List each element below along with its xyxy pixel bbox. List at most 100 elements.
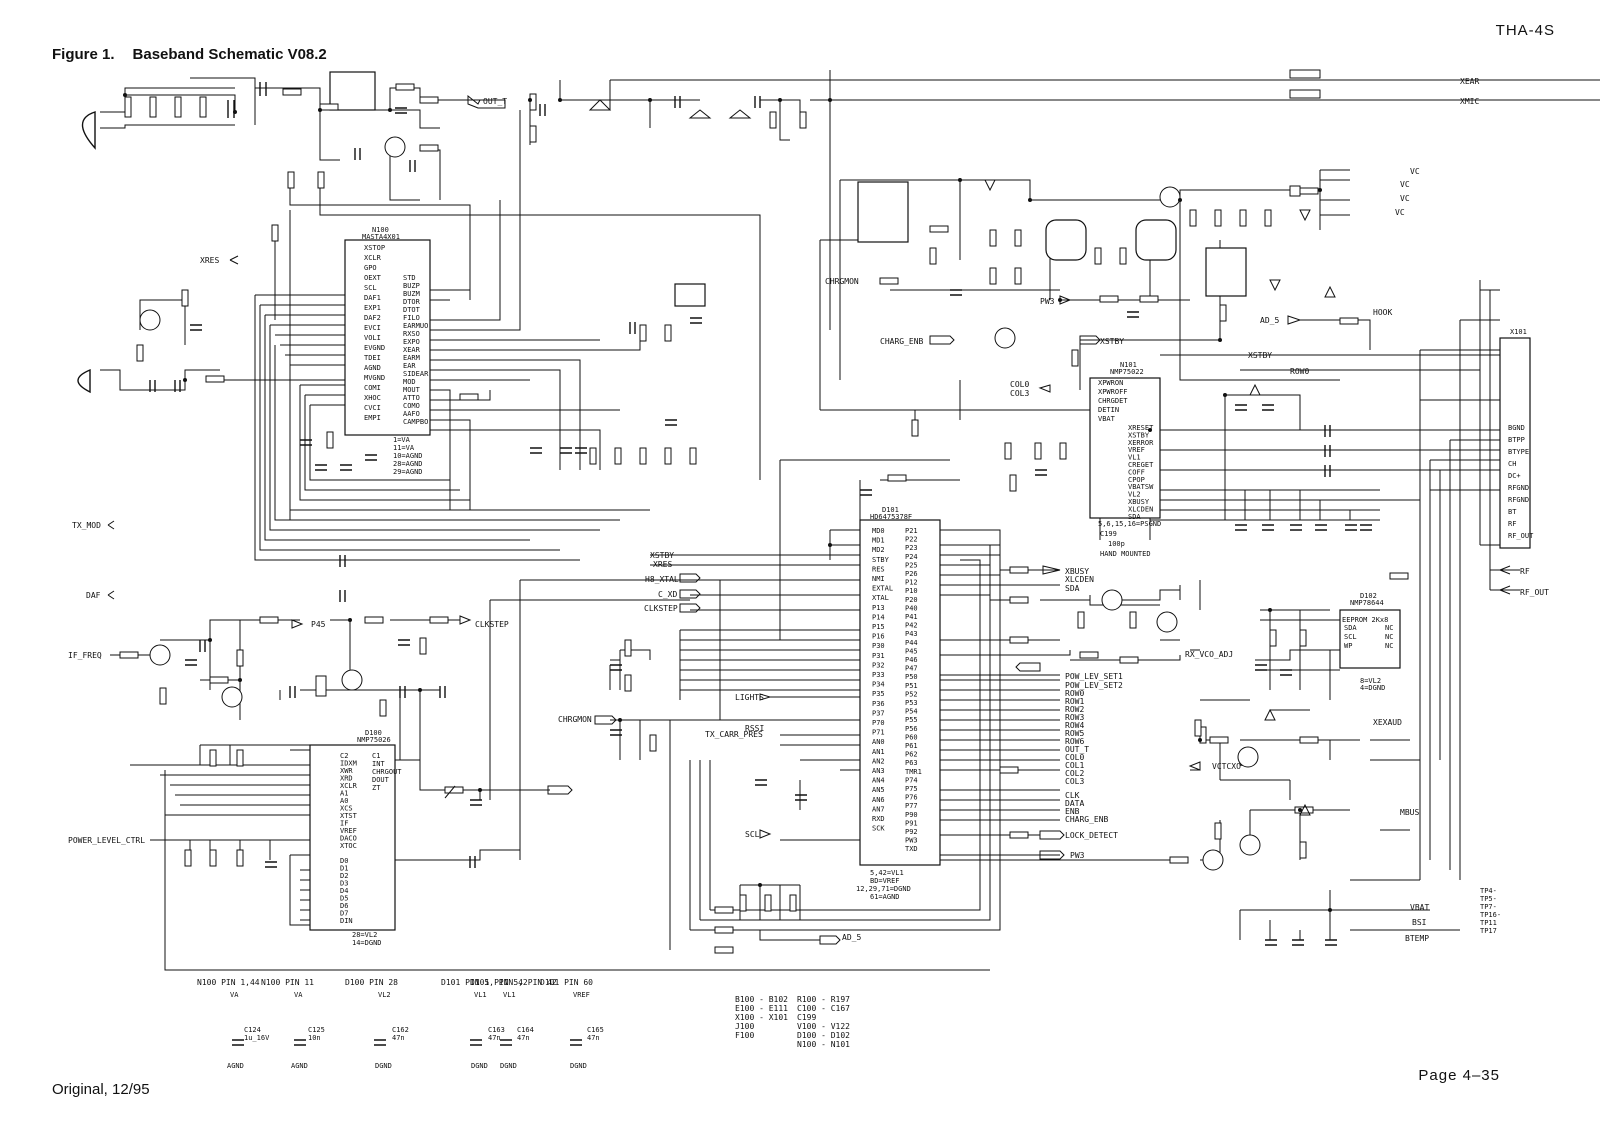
ic-pin-label: SCK: [872, 825, 885, 833]
ic-pin-label: OEXT: [364, 274, 382, 282]
net-label: IF_FREQ: [68, 651, 102, 660]
net-label: BTEMP: [1405, 934, 1429, 943]
ic-pin-label: EXTAL: [872, 585, 893, 593]
net-label: H8_XTAL: [645, 575, 679, 584]
ic-pin-label: P77: [905, 802, 918, 810]
ic-pin-label: P23: [905, 544, 918, 552]
ic-pin-label: WP: [1344, 642, 1352, 650]
ic-pin-label: P25: [905, 561, 918, 569]
misc-symbols: [77, 99, 1336, 816]
net-label: XRES: [653, 560, 672, 569]
ic-pin-label: DTOT: [403, 306, 421, 314]
net-label: XBUSY: [1065, 567, 1089, 576]
ic-d100: [309, 744, 396, 931]
ic-pin-label: P61: [905, 742, 918, 750]
ic-pin-label: CREGET: [1128, 461, 1154, 469]
ic-pin-label: AAFO: [403, 410, 420, 418]
ic-pin-label: P74: [905, 776, 918, 784]
net-label: BSI: [1412, 918, 1427, 927]
ic-pin-label: DIN: [340, 917, 353, 925]
ic-ref: D102: [1360, 592, 1377, 600]
net-label: PW3: [1070, 851, 1085, 860]
ic-part: NMP78644: [1350, 599, 1384, 607]
ic-pin-label: EVCI: [364, 324, 381, 332]
ic-pin-label: AN0: [872, 738, 885, 746]
net-label: AD_5: [1260, 316, 1279, 325]
net-label: COL0: [1065, 753, 1084, 762]
ic-pin-label: MD2: [872, 546, 885, 554]
ic-part: NMP75022: [1110, 368, 1144, 376]
net-label: CHRGMON: [825, 277, 859, 286]
net-label: CLKSTEP: [644, 604, 678, 613]
x100: [674, 283, 706, 307]
net-label: POWER_LEVEL_CTRL: [68, 836, 145, 845]
net-label: CLKSTEP: [475, 620, 509, 629]
test-point: TP17: [1480, 927, 1497, 935]
ic-ref: N100: [372, 226, 389, 234]
net-label: C_XD: [658, 590, 677, 599]
ic-pin-label: BUZP: [403, 282, 420, 290]
net-label: COL2: [1065, 769, 1084, 778]
power-note-gnd: DGND: [375, 1062, 392, 1070]
power-note-value: 47n: [517, 1034, 530, 1042]
ic-note: BD=VREF: [870, 877, 900, 885]
ic-pin-label: C1: [372, 752, 380, 760]
ic-pin-label: MOUT: [403, 386, 421, 394]
ic-pin-label: P24: [905, 553, 918, 561]
ic-pin-label: AN3: [872, 767, 885, 775]
ic-note: 61=AGND: [870, 893, 900, 901]
ic-pin-label: D0: [340, 857, 348, 865]
ic-ref: D101: [882, 506, 899, 514]
hand-mounted-ref: C199: [1100, 530, 1117, 538]
ic-pin-label: NC: [1385, 633, 1393, 641]
ic-n101: [1089, 377, 1161, 519]
ic-pin-label: STBY: [872, 556, 890, 564]
ic-pin-label: DETIN: [1098, 406, 1119, 414]
ic-d101: [859, 519, 941, 866]
ic-ref: D100: [365, 729, 382, 737]
ic-pin-label: DOUT: [372, 776, 390, 784]
net-label: ROW6: [1065, 737, 1084, 746]
ic-pin-label: P50: [905, 673, 918, 681]
capacitors: [149, 82, 1372, 1046]
ic-note: 29=AGND: [393, 468, 423, 476]
connector-pin-label: CH: [1508, 460, 1516, 468]
connector-pin-label: DC+: [1508, 472, 1521, 480]
ic-pin-label: P52: [905, 690, 918, 698]
ic-pin-label: STD: [403, 274, 416, 282]
ic-pin-label: AN4: [872, 777, 885, 785]
ic-pin-label: GPO: [364, 264, 377, 272]
connector-pin-label: BTPP: [1508, 436, 1525, 444]
power-note-title: D101 PIN 5, PIN 42: [470, 978, 557, 987]
transistors: [139, 136, 1261, 871]
hand-mounted-note: HAND MOUNTED: [1100, 550, 1151, 558]
ic-pin-label: P75: [905, 785, 918, 793]
ic-pin-label: D6: [340, 902, 348, 910]
ic-note: 10=AGND: [393, 452, 423, 460]
power-note-cap: C164: [517, 1026, 534, 1034]
ic-pin-label: CAMPBO: [403, 418, 428, 426]
ic-pin-label: D7: [340, 910, 348, 918]
ic-pin-label: P41: [905, 613, 918, 621]
net-label: LOCK_DETECT: [1065, 831, 1118, 840]
ic-pin-label: SCL: [1344, 633, 1357, 641]
ic-pin-label: CVCI: [364, 404, 381, 412]
power-note-gnd: DGND: [500, 1062, 517, 1070]
ic-pin-label: ZT: [372, 784, 381, 792]
connector-pin-label: RF_OUT: [1508, 532, 1534, 540]
net-label: VCTCXO: [1212, 762, 1241, 771]
power-note-gnd: AGND: [291, 1062, 308, 1070]
ic-pin-label: XTST: [340, 812, 358, 820]
power-note-cap: C163: [488, 1026, 505, 1034]
ic-note: 28=AGND: [393, 460, 423, 468]
junction-dots: [123, 93, 1332, 912]
net-label: VC: [1400, 194, 1410, 203]
net-label: ROW4: [1065, 721, 1084, 730]
range-left: J100: [735, 1022, 754, 1031]
test-point: TP16-: [1480, 911, 1501, 919]
ic-pin-label: P56: [905, 725, 918, 733]
net-label: COL3: [1065, 777, 1084, 786]
ic-pin-label: P37: [872, 709, 885, 717]
hand-mounted-value: 100p: [1108, 540, 1125, 548]
